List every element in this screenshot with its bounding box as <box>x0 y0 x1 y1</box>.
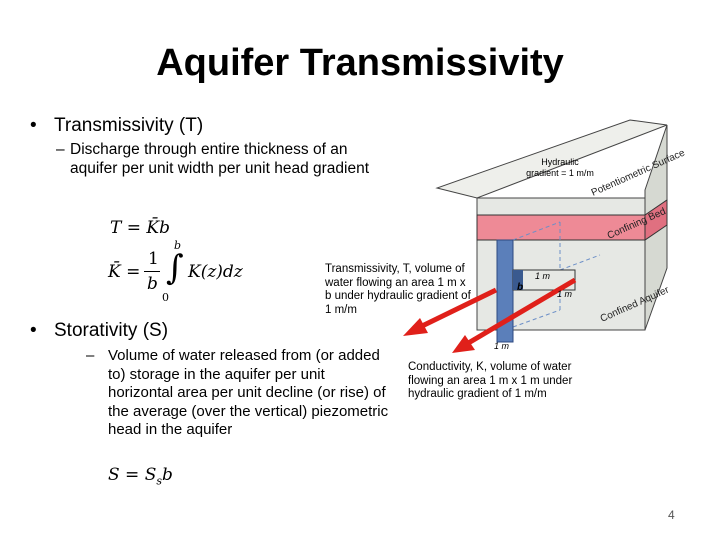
integral-sign: ∫ <box>166 248 184 288</box>
one-m-bottom-label: 1 m <box>494 341 510 351</box>
equation-k-int-upper: b <box>174 239 182 252</box>
bullet-storativity-text: Storativity (S) <box>54 320 169 341</box>
dash-marker: – <box>86 347 95 364</box>
bullet-transmissivity: • Transmissivity (T) <box>30 115 203 137</box>
conductivity-note: Conductivity, K, volume of water flowing… <box>408 361 573 400</box>
slide-title: Aquifer Transmissivity <box>156 42 564 84</box>
flow-arrow-conductivity <box>452 277 577 353</box>
confining-bed-band <box>476 214 646 241</box>
sub-bullet-transmissivity-text: Discharge through entire thickness of an… <box>70 141 370 177</box>
equation-s-sub: s <box>156 474 162 488</box>
bullet-dot: • <box>30 320 37 341</box>
equation-k-integrand: K(z)dz <box>188 262 243 282</box>
equation-k-lhs: K̄ = <box>108 262 141 282</box>
fraction-bar <box>144 271 160 272</box>
confining-bed-side <box>644 199 668 241</box>
arrow-shaft <box>463 277 577 348</box>
equation-s: S = Ssb <box>108 465 173 487</box>
one-m-side-label: 1 m <box>557 289 573 299</box>
sub-bullet-transmissivity: – Discharge through entire thickness of … <box>56 140 370 178</box>
bullet-dot: • <box>30 115 37 136</box>
potentiometric-surface-label: Potentiometric Surface <box>590 147 687 198</box>
flow-arrow-transmissivity <box>403 287 498 336</box>
hydraulic-gradient-line2: gradient = 1 m/m <box>526 168 594 178</box>
unit-square-fill <box>513 270 523 290</box>
bullet-storativity: • Storativity (S) <box>30 320 168 342</box>
dashed-line <box>559 254 601 271</box>
equation-k-int-lower: 0 <box>162 291 169 304</box>
dash-marker: – <box>56 141 65 158</box>
equation-k-frac-den: b <box>147 274 158 294</box>
dashed-line <box>512 221 561 241</box>
arrow-head <box>403 318 428 336</box>
equation-s-tail: b <box>162 465 173 485</box>
sub-bullet-storativity-text: Volume of water released from (or added … <box>108 347 389 438</box>
sub-bullet-storativity: – Volume of water released from (or adde… <box>86 347 390 440</box>
equation-k-frac-num: 1 <box>148 249 159 269</box>
equation-s-main: S = S <box>108 465 157 485</box>
dashed-line <box>512 309 561 328</box>
one-m-top-label: 1 m <box>535 271 551 281</box>
hydraulic-gradient-line1: Hydraulic <box>541 157 579 167</box>
transmissivity-note: Transmissivity, T, volume of water flowi… <box>325 263 471 316</box>
b-label: b <box>517 282 523 293</box>
equation-t: T = K̄b <box>110 218 170 238</box>
equation-k: K̄ = 1 b ∫ b 0 K(z)dz <box>108 239 258 306</box>
arrow-head <box>452 335 475 353</box>
arrow-shaft <box>416 287 498 331</box>
page-number: 4 <box>668 508 675 522</box>
bullet-transmissivity-text: Transmissivity (T) <box>54 115 204 136</box>
